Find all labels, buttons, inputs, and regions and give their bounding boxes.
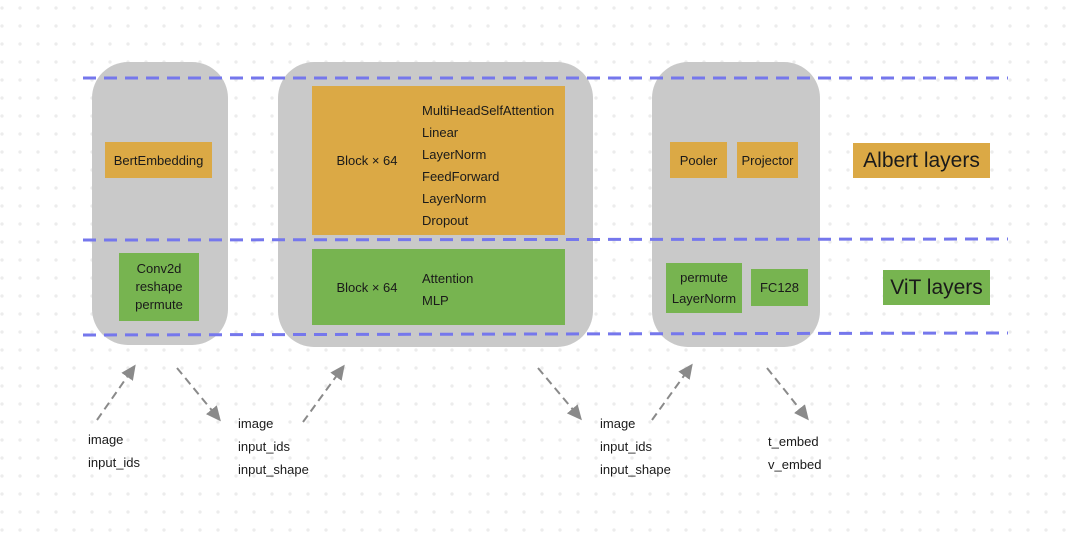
arrow-down-icon — [766, 367, 809, 421]
io-line: input_shape — [238, 462, 309, 477]
vit-layer-list: Attention MLP — [422, 249, 565, 325]
bert-embedding-box: BertEmbedding — [105, 142, 212, 178]
io-label-group-1: image input_ids — [88, 428, 140, 474]
io-line: image — [88, 432, 124, 447]
io-line: input_ids — [88, 455, 141, 470]
arrow-up-icon — [302, 364, 345, 423]
io-label-group-4: t_embed v_embed — [768, 430, 821, 476]
permute-line: permute — [680, 270, 728, 285]
albert-encoder-block-box: Block × 64 MultiHeadSelfAttention Linear… — [312, 86, 565, 235]
albert-block-count-label: Block × 64 — [336, 153, 398, 168]
io-line: image — [238, 416, 274, 431]
arrow-down-icon — [537, 367, 582, 421]
io-line: input_shape — [600, 462, 671, 477]
layernorm-line: LayerNorm — [671, 291, 737, 306]
vit-encoder-block-box: Block × 64 Attention MLP — [312, 249, 565, 325]
albert-layer: MultiHeadSelfAttention — [422, 103, 555, 118]
albert-layer: LayerNorm — [422, 147, 487, 162]
conv-line: Conv2d — [136, 261, 182, 276]
conv2d-reshape-permute-box: Conv2d reshape permute — [119, 253, 199, 321]
albert-layer: LayerNorm — [422, 191, 487, 206]
io-line: input_ids — [238, 439, 291, 454]
permute-layernorm-box: permute LayerNorm — [666, 263, 742, 313]
pooler-box: Pooler — [670, 142, 727, 178]
arrow-up-icon — [96, 364, 136, 421]
albert-layer: FeedForward — [422, 169, 500, 184]
albert-layer-list: MultiHeadSelfAttention Linear LayerNorm … — [422, 86, 565, 235]
legend-vit-layers: ViT layers — [883, 270, 990, 305]
albert-layer: Dropout — [422, 213, 469, 228]
fc128-box: FC128 — [751, 269, 808, 306]
io-line: input_ids — [600, 439, 653, 454]
vit-layer: MLP — [422, 293, 449, 308]
io-label-group-2: image input_ids input_shape — [238, 412, 309, 481]
vit-layer: Attention — [422, 271, 474, 286]
projector-box: Projector — [737, 142, 798, 178]
io-label-group-3: image input_ids input_shape — [600, 412, 671, 481]
legend-albert-layers: Albert layers — [853, 143, 990, 178]
arrow-down-icon — [176, 367, 221, 422]
io-line: v_embed — [768, 457, 822, 472]
io-line: t_embed — [768, 434, 819, 449]
albert-layer: Linear — [422, 125, 459, 140]
conv-line: reshape — [135, 279, 183, 294]
conv-line: permute — [135, 297, 183, 312]
io-line: image — [600, 416, 636, 431]
vit-block-count-label: Block × 64 — [336, 279, 398, 295]
